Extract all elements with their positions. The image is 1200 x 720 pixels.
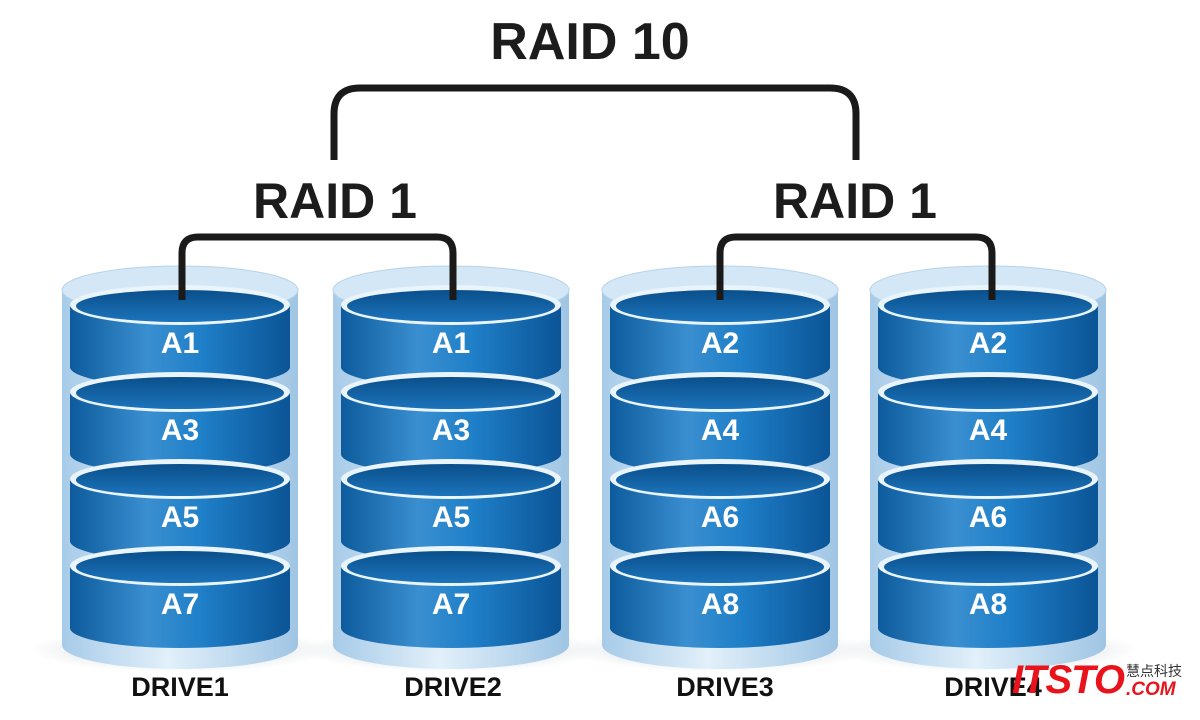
data-block: A4 [610,372,830,474]
drive4-label: DRIVE4 [944,672,1042,702]
data-block: A5 [341,459,561,561]
raid10-title: RAID 10 [490,13,690,71]
platter-side [878,305,1098,387]
drive2-label: DRIVE2 [404,672,502,702]
block-label: A2 [969,327,1007,360]
raid1-right-title: RAID 1 [773,173,937,229]
block-label: A6 [701,501,739,534]
drive3-label: DRIVE3 [676,672,774,702]
platter-top [884,377,1092,409]
platter-side [341,479,561,561]
platter-top [347,551,555,583]
block-label: A2 [701,327,739,360]
platter-side [610,479,830,561]
data-block: A7 [341,546,561,648]
watermark-main-text: ITSTO [1011,658,1125,702]
platter-side [70,479,290,561]
raid1-left-title: RAID 1 [253,173,417,229]
platter-top [76,551,284,583]
platter-top [347,464,555,496]
block-label: A1 [432,327,470,360]
raid1-left-connector [178,233,457,300]
data-block: A5 [70,459,290,561]
platter-side [610,566,830,648]
data-block: A6 [878,459,1098,561]
watermark-com-text: .COM [1126,679,1176,700]
platter-top [347,377,555,409]
data-block: A4 [878,372,1098,474]
block-label: A7 [432,588,470,621]
platter-side [341,566,561,648]
platter-side [70,392,290,474]
data-block: A1 [341,285,561,387]
platter-side [878,479,1098,561]
platter-side [610,305,830,387]
data-block: A1 [70,285,290,387]
block-label: A4 [969,414,1008,447]
watermark-logo: ITSTO 慧点科技 .COM [1012,660,1182,700]
data-block: A2 [878,285,1098,387]
platter-top [884,290,1092,322]
platter-side [341,392,561,474]
block-label: A8 [969,588,1007,621]
block-label: A1 [161,327,199,360]
platter-top [76,290,284,322]
data-block: A6 [610,459,830,561]
watermark-cn-text: 慧点科技 [1126,664,1182,680]
platter-top [616,290,824,322]
block-label: A3 [432,414,470,447]
raid10-connector [330,84,860,160]
platter-side [610,392,830,474]
platter-top [616,464,824,496]
data-block: A8 [878,546,1098,648]
raid1-right-connector [716,233,996,300]
block-label: A3 [161,414,199,447]
platter-top [884,551,1092,583]
platter-top [616,377,824,409]
data-block: A3 [341,372,561,474]
block-label: A5 [161,501,199,534]
watermark-side: 慧点科技 .COM [1126,664,1182,700]
block-label: A7 [161,588,199,621]
platter-side [878,566,1098,648]
platter-top [76,464,284,496]
platter-top [884,464,1092,496]
platter-top [616,551,824,583]
drive1-label: DRIVE1 [131,672,229,702]
platter-side [341,305,561,387]
block-label: A5 [432,501,470,534]
block-label: A6 [969,501,1007,534]
data-block: A2 [610,285,830,387]
platter-top [347,290,555,322]
data-block: A3 [70,372,290,474]
platter-side [70,566,290,648]
platter-side [70,305,290,387]
platter-side [878,392,1098,474]
block-label: A4 [701,414,740,447]
data-block: A7 [70,546,290,648]
platter-top [76,377,284,409]
data-block: A8 [610,546,830,648]
block-label: A8 [701,588,739,621]
